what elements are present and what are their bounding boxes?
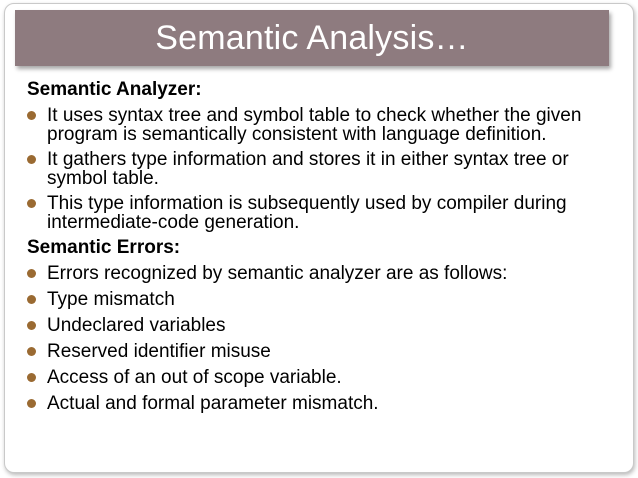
bullet-icon <box>27 373 36 382</box>
bullet-text: This type information is subsequently us… <box>47 193 567 233</box>
bullet-text: Undeclared variables <box>47 315 226 336</box>
bullet-item: Errors recognized by semantic analyzer a… <box>27 264 612 284</box>
bullet-item: It gathers type information and stores i… <box>27 150 612 188</box>
section-heading-semantic-errors: Semantic Errors: <box>27 237 181 258</box>
bullet-item: Type mismatch <box>27 290 612 310</box>
bullet-icon <box>27 295 36 304</box>
slide-frame <box>4 3 634 473</box>
bullet-text: It uses syntax tree and symbol table to … <box>47 105 582 145</box>
title-bar: Semantic Analysis… <box>15 10 609 66</box>
bullet-item: Reserved identifier misuse <box>27 342 612 362</box>
bullet-icon <box>27 347 36 356</box>
bullet-icon <box>27 399 36 408</box>
bullet-text: Errors recognized by semantic analyzer a… <box>47 263 508 284</box>
section-heading-semantic-analyzer: Semantic Analyzer: <box>27 79 202 100</box>
slide-title: Semantic Analysis… <box>155 19 469 57</box>
bullet-text: Access of an out of scope variable. <box>47 367 342 388</box>
bullet-item: Undeclared variables <box>27 316 612 336</box>
bullet-icon <box>27 321 36 330</box>
bullet-icon <box>27 199 36 208</box>
bullet-icon <box>27 269 36 278</box>
bullet-icon <box>27 155 36 164</box>
bullet-text: Reserved identifier misuse <box>47 341 271 362</box>
bullet-text: Actual and formal parameter mismatch. <box>47 393 379 414</box>
bullet-item: This type information is subsequently us… <box>27 194 612 232</box>
slide-content: Semantic Analyzer: It uses syntax tree a… <box>27 80 612 420</box>
bullet-item: It uses syntax tree and symbol table to … <box>27 106 612 144</box>
bullet-text: Type mismatch <box>47 289 175 310</box>
bullet-icon <box>27 111 36 120</box>
bullet-text: It gathers type information and stores i… <box>47 149 569 189</box>
bullet-item: Access of an out of scope variable. <box>27 368 612 388</box>
bullet-item: Actual and formal parameter mismatch. <box>27 394 612 414</box>
